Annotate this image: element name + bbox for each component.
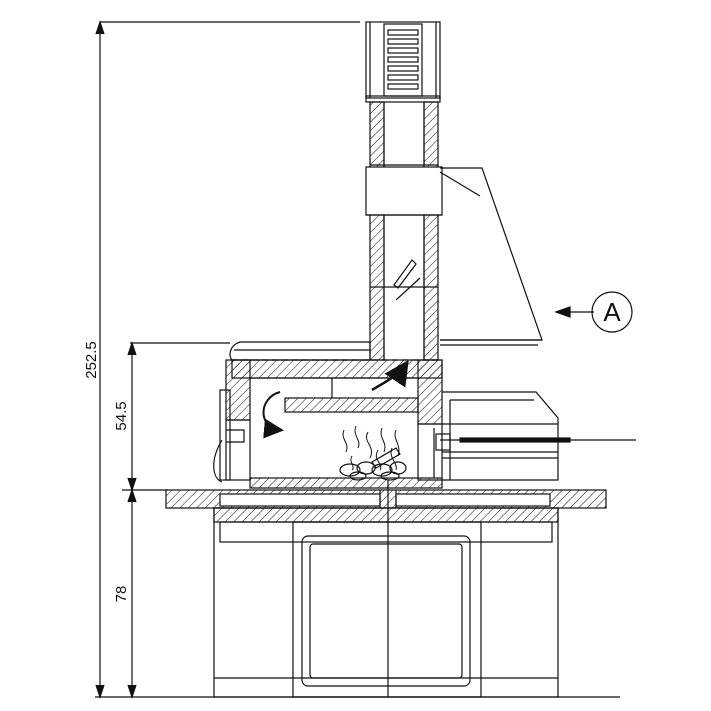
cabinet-door[interactable] <box>292 521 482 698</box>
callout-a <box>554 291 633 333</box>
hood <box>439 167 543 346</box>
dimension-base-height-label: 78 <box>113 586 130 603</box>
smoke-flow-arrows <box>262 359 409 439</box>
firebox-baffle <box>250 377 419 413</box>
dimension-total-height-label: 252.5 <box>83 341 100 379</box>
dimension-upper-height-label: 54.5 <box>113 401 130 430</box>
chimney-cap <box>365 21 441 103</box>
fire-logs <box>339 447 407 481</box>
grill-spit <box>440 437 636 443</box>
firebox-left-wall <box>213 359 251 483</box>
firebox-floor <box>249 477 443 489</box>
chimney-flue <box>365 101 443 361</box>
firebox-right-wall <box>417 359 443 481</box>
firebox-top-slab <box>229 341 443 379</box>
callout-a-label: A <box>603 297 621 327</box>
dimension-upper-height <box>127 341 230 492</box>
grill-unit <box>435 391 559 481</box>
dimension-total-height <box>95 20 360 699</box>
